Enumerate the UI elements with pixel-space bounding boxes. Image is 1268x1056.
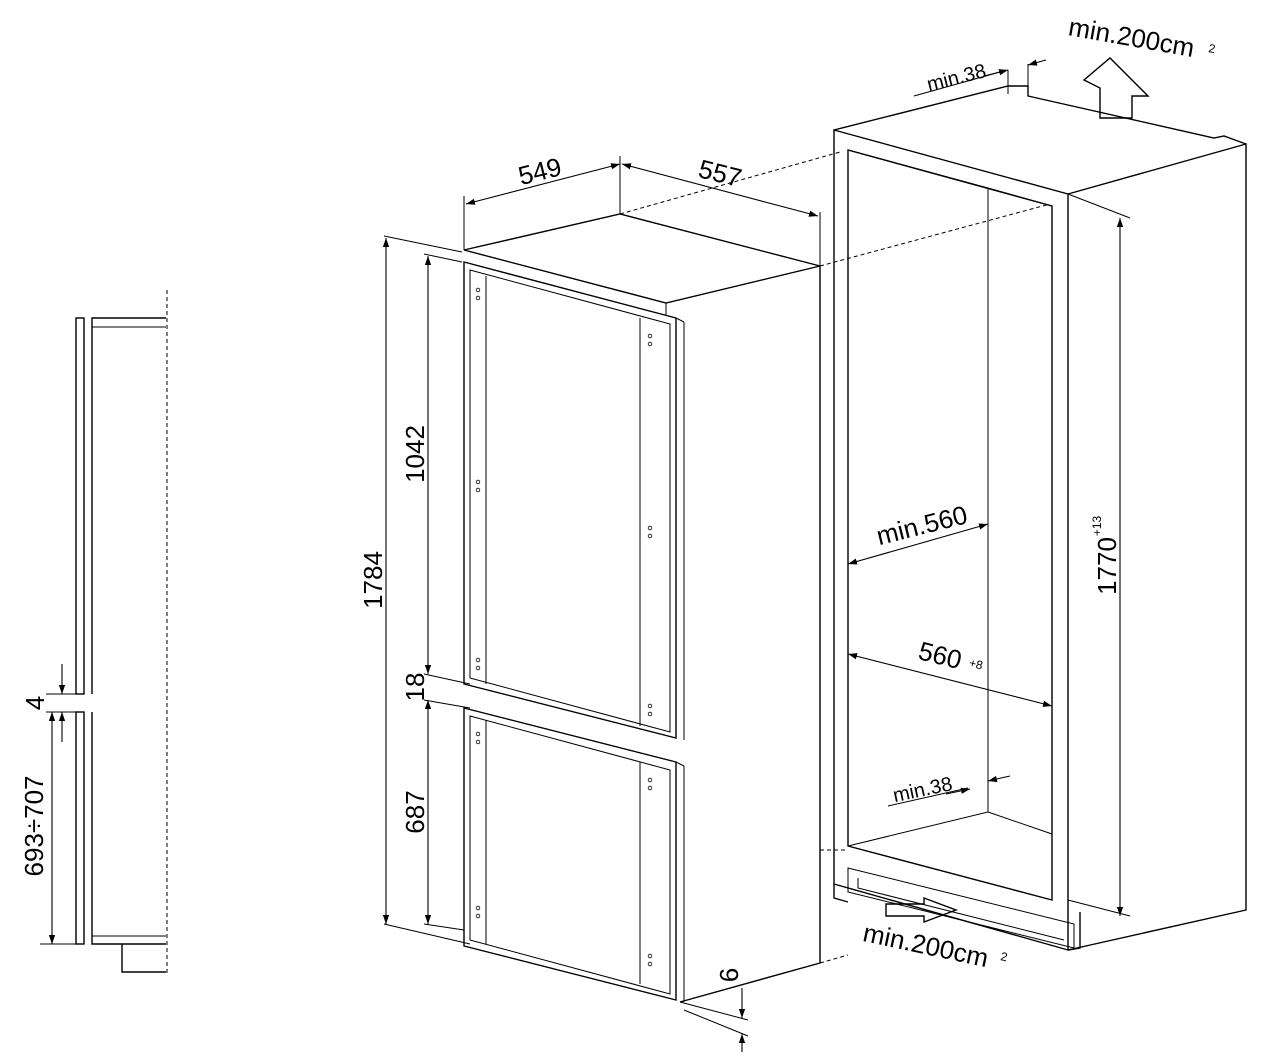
upper-door <box>463 261 677 739</box>
niche-height-tolerance: +13 <box>1090 515 1104 536</box>
niche-width-dimension: 560 +8 <box>847 635 1053 707</box>
depth-549-dimension: 549 <box>463 151 621 250</box>
vent-top-arrow-icon <box>1082 57 1150 119</box>
niche-width-label: 560 <box>915 635 964 675</box>
vent-bottom-sup: 2 <box>999 949 1009 964</box>
depth-549-label: 549 <box>515 151 564 191</box>
hinge-dots <box>475 287 653 967</box>
lower-door <box>463 707 677 1001</box>
niche-height-label: 1770 <box>1092 537 1122 595</box>
vent-bottom-arrow-icon <box>885 896 958 924</box>
width-557-dimension: 557 <box>621 153 821 266</box>
height-1784-dimension: 1784 <box>358 235 471 945</box>
appliance-view: 549 557 1784 1042 18 <box>358 151 821 1052</box>
side-gap-label: 4 <box>20 696 50 710</box>
side-range-label: 693÷707 <box>19 775 49 876</box>
back-clearance-dimension: min.38 <box>887 773 1011 807</box>
height-1042-label: 1042 <box>400 425 430 483</box>
width-557-label: 557 <box>695 153 744 193</box>
bottom-6-label: 6 <box>714 968 744 982</box>
vent-top: min.200cm 2 <box>1066 11 1217 119</box>
vent-bottom-label: min.200cm <box>861 917 992 973</box>
niche-depth-dimension: min.560 <box>847 500 989 565</box>
vent-top-label: min.200cm <box>1066 11 1196 63</box>
appliance-top <box>463 213 821 304</box>
height-1042-dimension: 1042 <box>400 253 471 685</box>
bottom-6-dimension: 6 <box>679 968 749 1052</box>
vent-top-sup: 2 <box>1207 41 1216 56</box>
top-clearance-dimension: min.38 <box>913 59 1047 97</box>
gap-18-dimension: 18 <box>400 673 471 924</box>
side-profile-view: 4 693÷707 <box>19 290 168 975</box>
niche-height-dimension: 1770 +13 <box>1067 193 1131 917</box>
height-687-dimension: 687 <box>400 790 465 931</box>
height-1784-label: 1784 <box>358 551 388 609</box>
gap-18-label: 18 <box>400 673 430 702</box>
niche-width-tolerance: +8 <box>968 656 985 673</box>
height-687-label: 687 <box>400 790 430 833</box>
vent-bottom: min.200cm 2 <box>861 896 1009 973</box>
lower-door-range-dimension: 693÷707 <box>19 712 76 945</box>
niche-cabinet-view: min.560 560 +8 1770 +13 min.38 <box>833 11 1247 973</box>
gap-4-dimension: 4 <box>20 664 76 742</box>
back-clearance-label: min.38 <box>891 773 954 807</box>
top-clearance-label: min.38 <box>925 60 989 96</box>
